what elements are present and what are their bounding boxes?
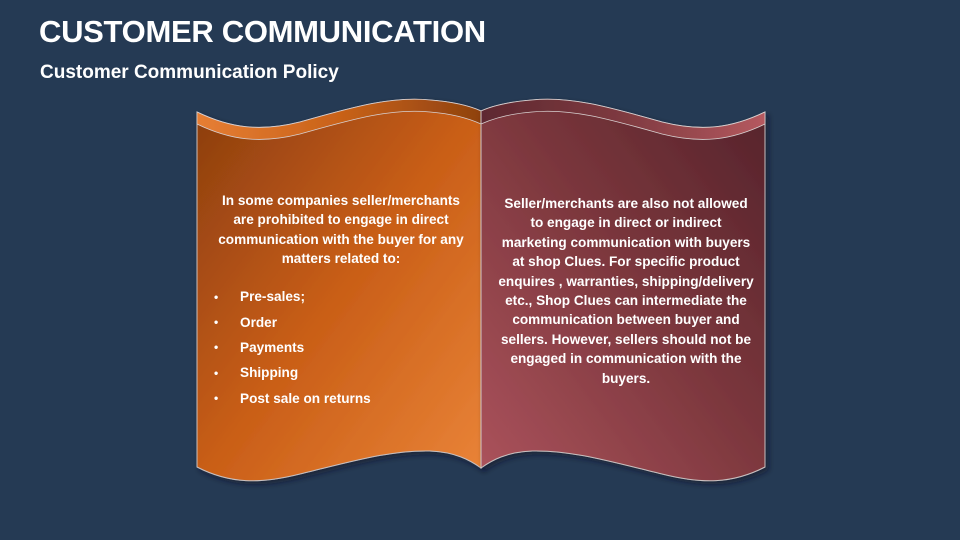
list-item: •Order xyxy=(214,314,278,330)
bullet-icon: • xyxy=(214,365,219,380)
bullet-icon: • xyxy=(214,315,219,330)
list-item: •Pre-sales; xyxy=(214,289,305,305)
left-page-bullet-list: •Pre-sales; •Order •Payments •Shipping •… xyxy=(214,284,371,411)
left-page-intro: In some companies seller/merchants are p… xyxy=(218,193,464,267)
left-page xyxy=(196,98,482,482)
bullet-icon: • xyxy=(214,391,219,406)
list-item: •Shipping xyxy=(214,365,299,381)
right-page xyxy=(480,98,766,482)
page-title: CUSTOMER COMMUNICATION xyxy=(39,14,486,49)
bullet-icon: • xyxy=(214,340,219,355)
right-page-text: Seller/merchants are also not allowed to… xyxy=(498,196,754,386)
page-subtitle: Customer Communication Policy xyxy=(40,62,339,83)
bullet-icon: • xyxy=(214,289,219,304)
list-item: •Payments xyxy=(214,339,305,355)
list-item: •Post sale on returns xyxy=(214,390,371,406)
